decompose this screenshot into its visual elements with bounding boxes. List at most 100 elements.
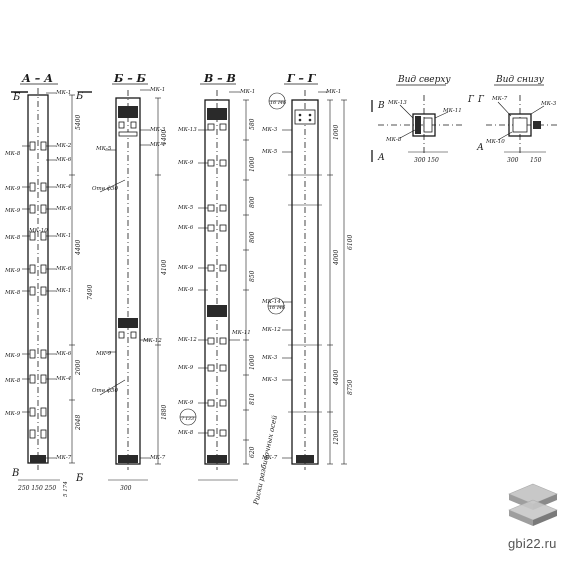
bb-mark: МК-12 <box>142 338 162 344</box>
bottom-view-mark: МК-7 <box>491 96 508 102</box>
cut-letter-a-top: Б <box>12 92 21 103</box>
bottom-view-dim: 300 <box>507 157 519 164</box>
aa-left-mark: МК-8 <box>4 235 21 241</box>
vv-left-mark: МК-9 <box>177 287 194 293</box>
vv-dim: 800 <box>249 231 256 243</box>
cut-letter-b-top: Б <box>75 91 84 102</box>
top-view-letter: В <box>377 101 385 111</box>
gg-dim: 4000 <box>333 250 340 266</box>
section-bb: Б – Б МК-1 МК-3 МК-4 МК-12 МК-5 МК-9 МК-… <box>92 72 168 492</box>
top-view-mark: МК-13 <box>387 100 407 106</box>
gg-mark: МК-1 <box>325 89 341 95</box>
site-watermark: gbi22.ru <box>508 536 557 551</box>
gg-dim: 6100 <box>347 235 354 250</box>
vv-dim: 800 <box>249 196 256 208</box>
bottom-view-mark: МК-3 <box>540 101 557 107</box>
bb-note: Отв ф50 <box>92 185 118 192</box>
aa-right-mark: МК-4 <box>55 184 72 190</box>
aa-right-mark: МК-7 <box>55 455 72 461</box>
gg-mark: МК-7 <box>261 455 278 461</box>
cut-letter-v-bottom: В <box>11 468 19 479</box>
vv-right-mark: МК-11 <box>231 330 251 336</box>
top-view-letter: Г <box>467 95 475 105</box>
vv-dim: 810 <box>249 393 256 405</box>
vv-dim: 1000 <box>249 355 256 370</box>
bb-dim: 1880 <box>161 405 168 420</box>
bb-dim: 1400 <box>161 130 168 145</box>
vv-callout: 7 I33 <box>181 416 194 422</box>
bottom-view-letter: А <box>476 143 484 153</box>
cut-letter-b-bottom: Б <box>75 473 84 484</box>
aa-right-mark: МК-6 <box>55 157 72 163</box>
vv-left-mark: МК-12 <box>177 337 197 343</box>
vv-dim: 850 <box>249 270 256 282</box>
section-aa: А – А Б Б <box>4 72 94 497</box>
aa-right-mark: МК-6 <box>55 266 72 272</box>
aa-right-mark: МК-1 <box>55 233 71 239</box>
bb-base-dims: 300 <box>120 485 132 492</box>
gg-mark: МК-3 <box>261 355 278 361</box>
vv-right-mark: МК-1 <box>239 89 255 95</box>
gg-mark: МК-12 <box>261 327 281 333</box>
aa-left-mark: МК-9 <box>4 411 21 417</box>
bb-dim: 4100 <box>161 260 168 276</box>
bottom-view-letter: Г <box>477 95 485 105</box>
aa-right-mark: МК-1 <box>55 90 71 96</box>
site-logo-icon <box>508 483 558 526</box>
vv-dim: 1000 <box>249 157 256 172</box>
aa-dim: 4400 <box>75 240 82 256</box>
section-vv: В – В МК-13 МК-9 МК-5 МК-6 МК-9 <box>177 72 279 506</box>
bb-mark: МК-9 <box>95 351 112 357</box>
section-bb-title: Б – Б <box>113 72 147 85</box>
aa-dim: 7490 <box>87 285 94 300</box>
top-view-dims: 300 150 <box>414 157 439 164</box>
aa-left-mark: МК-9 <box>4 268 21 274</box>
vv-dim: 580 <box>249 118 256 130</box>
bb-mark: МК-5 <box>95 146 112 152</box>
aa-left-mark: МК-9 <box>4 353 21 359</box>
gg-dim: 1000 <box>333 125 340 140</box>
gg-dim: 1200 <box>333 430 340 445</box>
top-view-mark: МК-11 <box>442 108 462 114</box>
gg-callout: 16 I46 <box>270 100 287 106</box>
aa-right-mark: МК-6 <box>55 206 72 212</box>
bottom-view-title: Вид снизу <box>495 75 545 85</box>
bottom-view-mark: МК-10 <box>485 139 505 145</box>
aa-left-mark: МК-9 <box>4 208 21 214</box>
aa-left-mark: МК-9 <box>4 186 21 192</box>
vv-left-mark: МК-5 <box>177 205 194 211</box>
gg-mark: МК-14 <box>261 299 281 305</box>
bb-note: Отв ф50 <box>92 387 118 394</box>
gg-dim: 4400 <box>333 370 340 386</box>
gg-mark: МК-3 <box>261 377 278 383</box>
aa-right-mark: МК-1 <box>55 288 71 294</box>
bb-mark: МК-3 <box>149 127 166 133</box>
gg-dim: 8750 <box>347 380 354 395</box>
top-view-letter: А <box>377 153 385 163</box>
aa-left-mark: МК-8 <box>4 290 21 296</box>
aa-dim: 5400 <box>75 115 82 130</box>
aa-right-mark: МК-6 <box>55 351 72 357</box>
vv-left-mark: МК-8 <box>177 430 194 436</box>
aa-misc-mark: МК-10 <box>28 228 48 234</box>
aa-right-mark: МК-4 <box>55 376 72 382</box>
vv-left-mark: МК-9 <box>177 365 194 371</box>
vv-left-mark: МК-9 <box>177 160 194 166</box>
aa-base-dims: 250 150 250 <box>17 485 56 492</box>
bb-mark: МК-1 <box>149 87 165 93</box>
vv-left-mark: МК-9 <box>177 265 194 271</box>
section-vv-title: В – В <box>203 72 236 85</box>
top-view-title: Вид сверху <box>397 75 451 85</box>
aa-right-mark: МК-2 <box>55 143 72 149</box>
section-aa-title: А – А <box>21 72 53 85</box>
bb-mark: МК-7 <box>149 455 166 461</box>
aa-dim: 2000 <box>75 360 82 376</box>
vv-left-mark: МК-9 <box>177 400 194 406</box>
top-view: Вид сверху В А Г МК-13 МК-11 МК-8 300 15… <box>371 75 475 164</box>
aa-left-mark: МК-8 <box>4 378 21 384</box>
aa-base-note: 5 174 <box>63 481 69 497</box>
gg-mark: МК-3 <box>261 127 278 133</box>
gg-callout: 16 I46 <box>269 305 286 311</box>
aa-dim: 2048 <box>75 415 82 431</box>
